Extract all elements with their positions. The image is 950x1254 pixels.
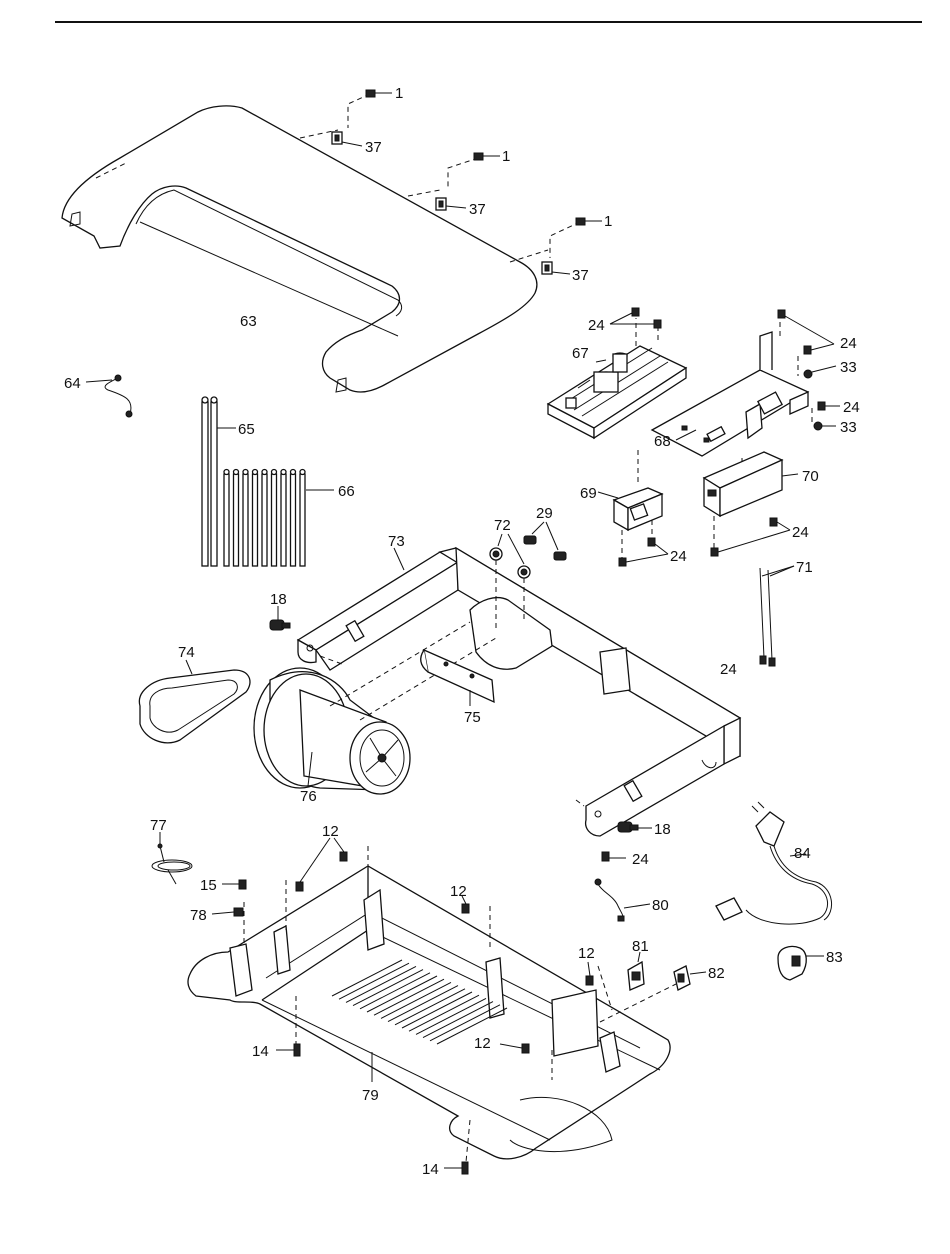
callout-75: 75 [464,709,481,726]
callout-29: 29 [536,505,553,522]
controller-67 [548,318,686,438]
callout-63: 63 [240,313,257,330]
switch-81 [628,952,644,990]
callout-24: 24 [670,548,687,565]
callout-12: 12 [450,883,467,900]
callout-24: 24 [588,317,605,334]
callout-18: 18 [270,591,287,608]
callout-37: 37 [469,201,486,218]
callout-37: 37 [365,139,382,156]
wire-tie [291,474,296,566]
callout-24: 24 [632,851,649,868]
transformer-69 [598,488,668,566]
power-cord-84 [716,802,832,924]
wire-tie [281,474,286,566]
callout-14: 14 [422,1161,439,1178]
callout-33: 33 [840,419,857,436]
callout-1: 1 [604,213,612,230]
wire-tie-head [224,470,229,475]
callout-24: 24 [840,335,857,352]
clip-icon [436,198,466,210]
wire-tie-head [253,470,258,475]
callout-12: 12 [578,945,595,962]
callout-12: 12 [322,823,339,840]
motor-hood-63 [62,106,548,392]
wire-64 [86,375,132,417]
callout-71: 71 [796,559,813,576]
wire-tie [234,474,239,566]
wire-ties-65 [202,397,236,566]
wire-tie [272,474,277,566]
wire-tie [262,474,267,566]
callout-24: 24 [720,661,737,678]
base-79 [188,846,670,1162]
wire-tie-head [272,470,277,475]
callout-14: 14 [252,1043,269,1060]
callout-1: 1 [502,148,510,165]
callout-33: 33 [840,359,857,376]
callout-18: 18 [654,821,671,838]
motor-76 [254,622,496,794]
callout-67: 67 [572,345,589,362]
callout-64: 64 [64,375,81,392]
callout-37: 37 [572,267,589,284]
clip-icon [542,262,570,274]
callout-80: 80 [652,897,669,914]
callout-66: 66 [338,483,355,500]
wire-tie [224,474,229,566]
callout-65: 65 [238,421,255,438]
callout-77: 77 [150,817,167,834]
wire-tie-head [243,470,248,475]
callout-1: 1 [395,85,403,102]
callout-24: 24 [843,399,860,416]
switch-83 [778,946,824,980]
callout-83: 83 [826,949,843,966]
clip-icon [332,132,362,146]
wire-77 [152,832,192,884]
screw-icon [474,153,500,160]
callout-79: 79 [362,1087,379,1104]
callout-74: 74 [178,644,195,661]
wire-tie [300,474,305,566]
capacitor-70 [704,452,798,556]
screw-icon [366,90,392,97]
callout-69: 69 [580,485,597,502]
callout-84: 84 [794,845,811,862]
screws-24-33-right [778,310,840,430]
bracket-68 [638,322,812,482]
wire-tie-head [262,470,267,475]
callout-73: 73 [388,533,405,550]
callout-15: 15 [200,877,217,894]
wire-tie-head [291,470,296,475]
callout-12: 12 [474,1035,491,1052]
wire-tie-head [300,470,305,475]
wire-tie [243,474,248,566]
bolts-29 [524,522,566,560]
wires-71 [760,566,794,666]
wire-tie-head [281,470,286,475]
callout-76: 76 [300,788,317,805]
belt-74 [139,660,250,743]
wire-tie [253,474,258,566]
callout-24: 24 [792,524,809,541]
callout-68: 68 [654,433,671,450]
callout-78: 78 [190,907,207,924]
callout-81: 81 [632,938,649,955]
callout-82: 82 [708,965,725,982]
frame-73 [298,548,740,836]
screw-icon [576,218,602,225]
callout-72: 72 [494,517,511,534]
callout-70: 70 [802,468,819,485]
wire-tie-head [234,470,239,475]
wire-ties-66 [224,470,334,567]
